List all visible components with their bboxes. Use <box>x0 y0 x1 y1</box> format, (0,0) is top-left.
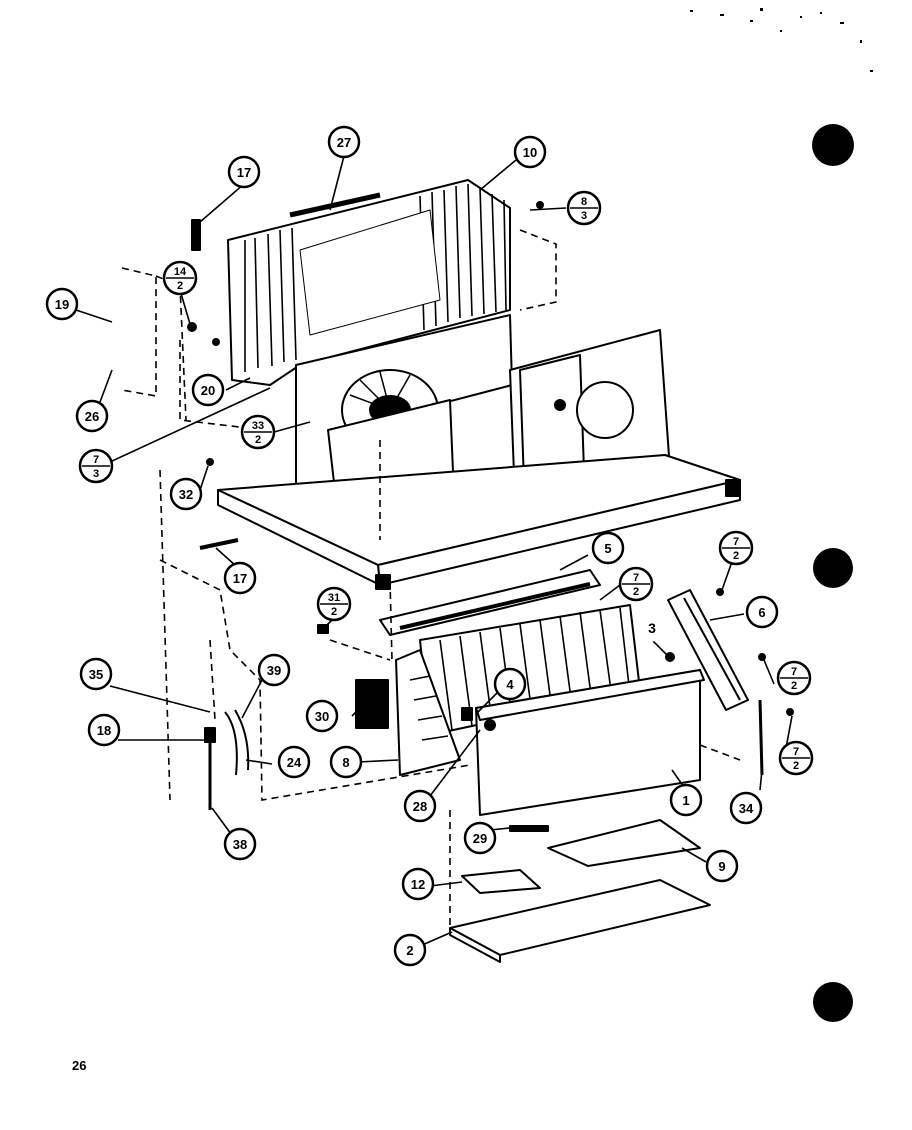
callout-label: 4 <box>506 677 514 692</box>
callout-label: 9 <box>718 859 725 874</box>
split-callout-top: 7 <box>733 536 739 548</box>
split-callout-bottom: 2 <box>633 586 639 598</box>
callout-label: 6 <box>758 605 765 620</box>
part-12-panel <box>461 869 541 894</box>
split-callout-bottom: 2 <box>331 606 337 618</box>
condenser-coil <box>227 179 511 386</box>
callout-c9: 9 <box>705 849 739 883</box>
callout-c38: 38 <box>223 827 257 861</box>
callout-c5: 5 <box>591 531 625 565</box>
split-callout-s7_2_d: 7 2 <box>778 740 814 776</box>
split-callout-s7_2_b: 7 2 <box>618 566 654 602</box>
callout-c19: 19 <box>45 287 79 321</box>
part-9-panel <box>547 819 701 867</box>
split-callout-bottom: 2 <box>791 680 797 692</box>
split-callout-top: 7 <box>793 746 799 758</box>
callout-c2: 2 <box>393 933 427 967</box>
callout-c32: 32 <box>169 477 203 511</box>
callout-c39: 39 <box>257 653 291 687</box>
callout-c6: 6 <box>745 595 779 629</box>
split-callout-s31_2: 31 2 <box>316 586 352 622</box>
callout-label: 5 <box>604 541 611 556</box>
callout-c4: 4 <box>493 667 527 701</box>
binder-hole-top <box>812 124 854 166</box>
callout-c28: 28 <box>403 789 437 823</box>
callout-c34: 34 <box>729 791 763 825</box>
callout-c26: 26 <box>75 399 109 433</box>
callout-c12: 12 <box>401 867 435 901</box>
split-callout-s8_3_a: 8 3 <box>566 190 602 226</box>
split-callout-s7_2_a: 7 2 <box>718 530 754 566</box>
part-5-bracket <box>379 569 601 636</box>
split-callout-s7_3: 7 3 <box>78 448 114 484</box>
callout-label: 32 <box>179 487 193 502</box>
callout-label: 39 <box>267 663 281 678</box>
split-callout-top: 7 <box>93 454 99 466</box>
callout-c10: 10 <box>513 135 547 169</box>
part-29-bracket <box>509 825 549 832</box>
split-callout-bottom: 3 <box>93 468 99 480</box>
split-callout-s33_2: 33 2 <box>240 414 276 450</box>
split-callout-s14_2: 14 2 <box>162 260 198 296</box>
callout-c1: 1 <box>669 783 703 817</box>
part-8-end-sheet <box>395 649 461 776</box>
split-callout-s7_2_c: 7 2 <box>776 660 812 696</box>
callout-c24: 24 <box>277 745 311 779</box>
part-2-base-panel <box>449 879 711 963</box>
part-1-front-panel <box>475 669 705 816</box>
wiring-parts <box>204 709 250 810</box>
callout-label: 8 <box>342 755 349 770</box>
part-6-side-panel <box>667 589 749 711</box>
split-callout-bottom: 2 <box>177 280 183 292</box>
callout-label: 34 <box>739 801 754 816</box>
callout-label: 2 <box>406 943 413 958</box>
scan-noise <box>690 8 873 72</box>
callout-c35: 35 <box>79 657 113 691</box>
callout-label: 12 <box>411 877 425 892</box>
binder-hole-bottom <box>813 982 853 1022</box>
callout-label: 27 <box>337 135 351 150</box>
split-callout-top: 33 <box>252 420 264 432</box>
callout-label: 3 <box>648 620 656 636</box>
callout-c18: 18 <box>87 713 121 747</box>
binder-hole-middle <box>813 548 853 588</box>
callout-label: 30 <box>315 709 329 724</box>
callout-c3: 3 <box>638 614 666 642</box>
callout-label: 1 <box>682 793 689 808</box>
callout-c29: 29 <box>463 821 497 855</box>
callout-label: 28 <box>413 799 427 814</box>
callout-c27: 27 <box>327 125 361 159</box>
callout-label: 17 <box>237 165 251 180</box>
callout-label: 18 <box>97 723 111 738</box>
callout-c17: 17 17 <box>223 561 257 595</box>
part-21-bracket <box>191 219 201 251</box>
callout-label: 10 <box>523 145 537 160</box>
split-callout-top: 8 <box>581 196 587 208</box>
split-callout-bottom: 3 <box>581 210 587 222</box>
callout-label: 19 <box>55 297 69 312</box>
callout-c8: 8 <box>329 745 363 779</box>
split-callout-bottom: 2 <box>255 434 261 446</box>
callout-c30: 30 <box>305 699 339 733</box>
page-number: 26 <box>72 1058 87 1073</box>
callout-label: 38 <box>233 837 247 852</box>
split-callout-top: 14 <box>174 266 187 278</box>
unit-chassis-drawing <box>187 179 794 963</box>
callout-c20: 20 <box>191 373 225 407</box>
part-17-rod <box>199 538 239 550</box>
split-callout-bottom: 2 <box>733 550 739 562</box>
split-callout-top: 7 <box>633 572 639 584</box>
callout-label: 29 <box>473 831 487 846</box>
callout-label: 24 <box>287 755 302 770</box>
part-30-filter <box>355 679 389 729</box>
base-pan <box>217 454 741 590</box>
split-callout-top: 31 <box>328 592 340 604</box>
callout-label: 20 <box>201 383 215 398</box>
split-callout-top: 7 <box>791 666 797 678</box>
callout-label: 26 <box>85 409 99 424</box>
callout-label: 35 <box>89 667 103 682</box>
callout-c21: 17 <box>227 155 261 189</box>
split-callout-bottom: 2 <box>793 760 799 772</box>
